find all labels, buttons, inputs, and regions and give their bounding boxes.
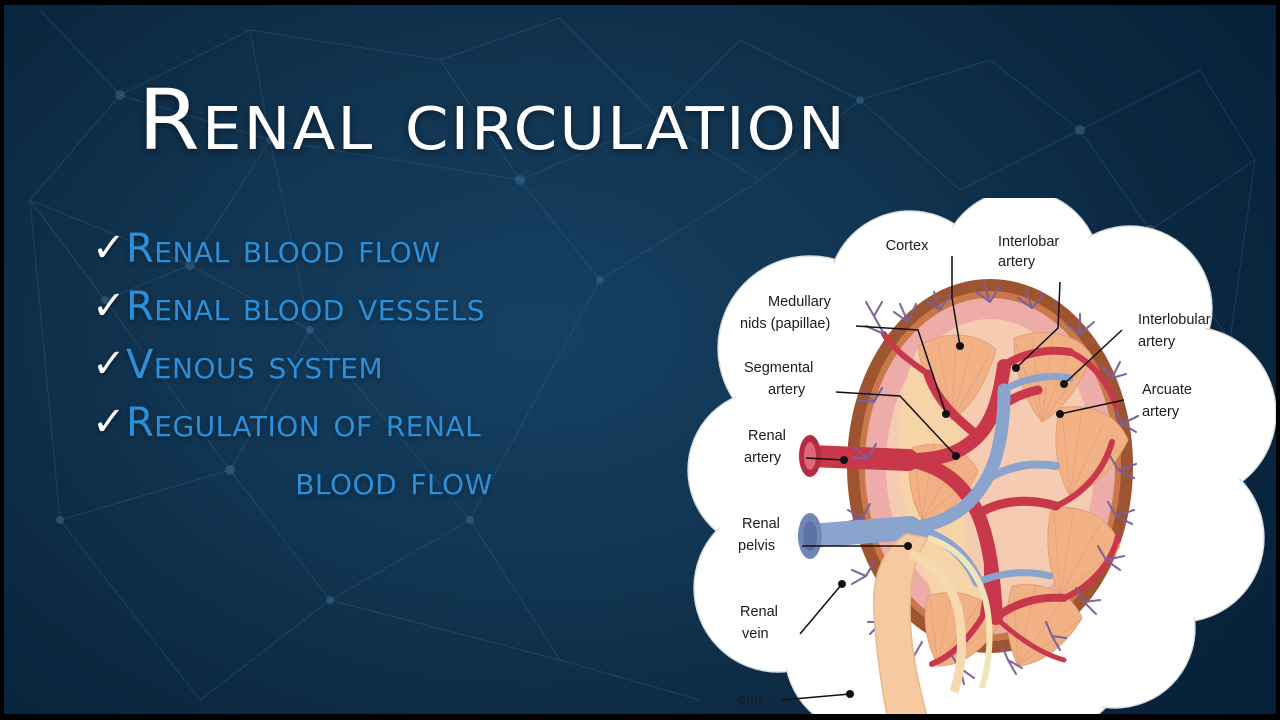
label-medullary-line2: nids (papillae) [740,316,830,332]
bullet-list: ✓ Renal blood flow ✓ Renal blood vessels… [92,222,732,508]
label-renal-vein-line1: Renal [740,604,778,620]
label-interlobar-artery-line2: artery [998,254,1036,270]
label-renal-pelvis-line2: pelvis [738,538,775,554]
checkmark-icon: ✓ [92,400,126,444]
label-leaders [781,256,1125,701]
page-title: Renal circulation [138,71,847,169]
list-item: ✓ Venous system [92,338,732,392]
figure-labels: Cortex Interlobar artery Medullary nids … [738,234,1211,708]
label-segmental-artery-line2: artery [768,382,806,398]
list-item: ✓ Renal blood flow [92,222,732,276]
label-renal-pelvis-line1: Renal [742,516,780,532]
renal-pelvis-ureter [872,533,993,720]
list-item-label-continuation: blood flow [295,458,493,504]
checkmark-icon: ✓ [92,342,126,386]
label-cortex: Cortex [886,238,929,254]
list-item: ✓ Regulation of renal [92,396,732,450]
label-renal-vein-line2: vein [742,626,769,642]
kidney-organ [798,279,1140,720]
label-renal-artery-line1: Renal [748,428,786,444]
list-item-label: Renal blood flow [126,226,441,272]
kidney-diagram: Cortex Interlobar artery Medullary nids … [660,198,1280,720]
letterbox-right [1276,0,1280,720]
label-arcuate-artery-line1: Arcuate [1142,382,1192,398]
kidney-diagram-svg: Cortex Interlobar artery Medullary nids … [687,198,1277,720]
letterbox-top [0,0,1280,5]
letterbox-left [0,0,4,720]
label-arcuate-artery-line2: artery [1142,404,1180,420]
checkmark-icon: ✓ [92,226,126,270]
label-renal-artery-line2: artery [744,450,782,466]
list-item-label: Renal blood vessels [126,284,486,330]
letterbox-bottom [0,714,1280,720]
label-ureter: eter [738,692,763,708]
list-item: ✓ Renal blood vessels [92,280,732,334]
list-item-label: Regulation of renal [126,400,482,446]
label-interlobular-artery-line1: Interlobular [1138,312,1211,328]
checkmark-icon: ✓ [92,284,126,328]
list-item-label: Venous system [126,342,384,388]
label-medullary-line1: Medullary [768,294,832,310]
label-interlobar-artery-line1: Interlobar [998,234,1059,250]
label-interlobular-artery-line2: artery [1138,334,1176,350]
label-segmental-artery-line1: Segmental [744,360,813,376]
vessel-stumps [798,435,822,559]
